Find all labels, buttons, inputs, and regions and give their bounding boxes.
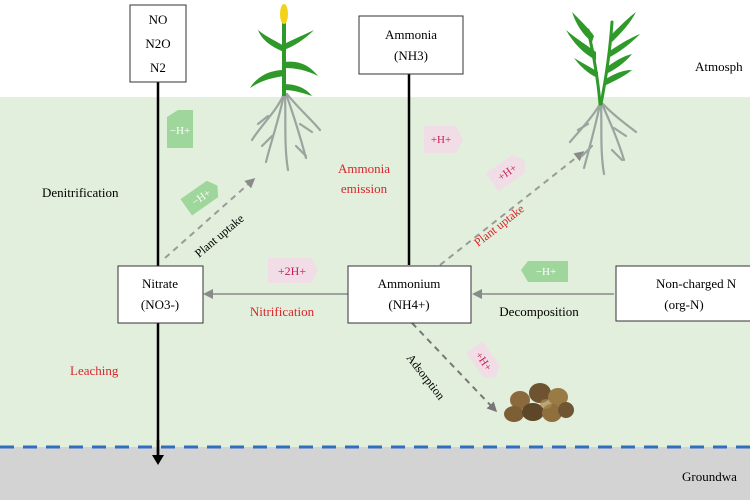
tag-denitrification-uptake: −H+ [180,180,219,216]
ammonia-emission-label-1: Ammonia [338,161,390,176]
decomposition-label: Decomposition [499,304,579,319]
ammonium-box: Ammonium (NH4+) [347,265,472,324]
gas-n2o: N2O [145,36,170,51]
ammonium-title: Ammonium [378,276,441,291]
corn-plant-icon [250,4,322,172]
gas-no: NO [149,12,168,27]
plant-uptake-right-arrow [439,151,585,266]
tag-nitrification-text: +2H+ [278,264,306,278]
plant-uptake-left-arrow [164,178,256,259]
tag-adsorption: +H+ [466,341,500,378]
soil-aggregate-icon [504,383,574,422]
tag-denitrification-top: −H+ [167,110,193,148]
tag-decomposition-text: −H+ [536,266,556,278]
leaching-label: Leaching [70,363,119,378]
ammonia-emission-label-2: emission [341,181,388,196]
tag-nitrification: +2H+ [268,258,318,283]
nitrate-box: Nitrate (NO3-) [117,265,204,324]
gases-box: NO N2O N2 [129,4,187,83]
leaching-arrowhead [152,455,164,465]
noncharged-box: Non-charged N (org-N) [615,265,750,322]
atmosphere-label: Atmosph [695,59,743,74]
ammonia-formula: (NH3) [394,48,428,63]
ammonia-title: Ammonia [385,27,437,42]
noncharged-title: Non-charged N [656,276,737,291]
tag-uptake-right: +H+ [485,154,525,192]
tag-ammonia-emission-text: +H+ [431,134,451,146]
nitrification-label: Nitrification [250,304,315,319]
nitrate-title: Nitrate [142,276,178,291]
ammonium-formula: (NH4+) [388,297,429,312]
groundwater-zone [0,447,750,500]
denitrification-label: Denitrification [42,185,119,200]
noncharged-formula: (org-N) [664,297,703,312]
nitrate-formula: (NO3-) [141,297,179,312]
gas-n2: N2 [150,60,166,75]
groundwater-label: Groundwa [682,469,737,484]
tag-decomposition: −H+ [521,261,568,282]
ammonia-box: Ammonia (NH3) [358,15,464,75]
adsorption-arrow [411,322,498,413]
tag-denitrification-top-text: −H+ [170,125,190,137]
tag-ammonia-emission: +H+ [424,126,463,153]
grass-plant-icon [566,12,640,176]
